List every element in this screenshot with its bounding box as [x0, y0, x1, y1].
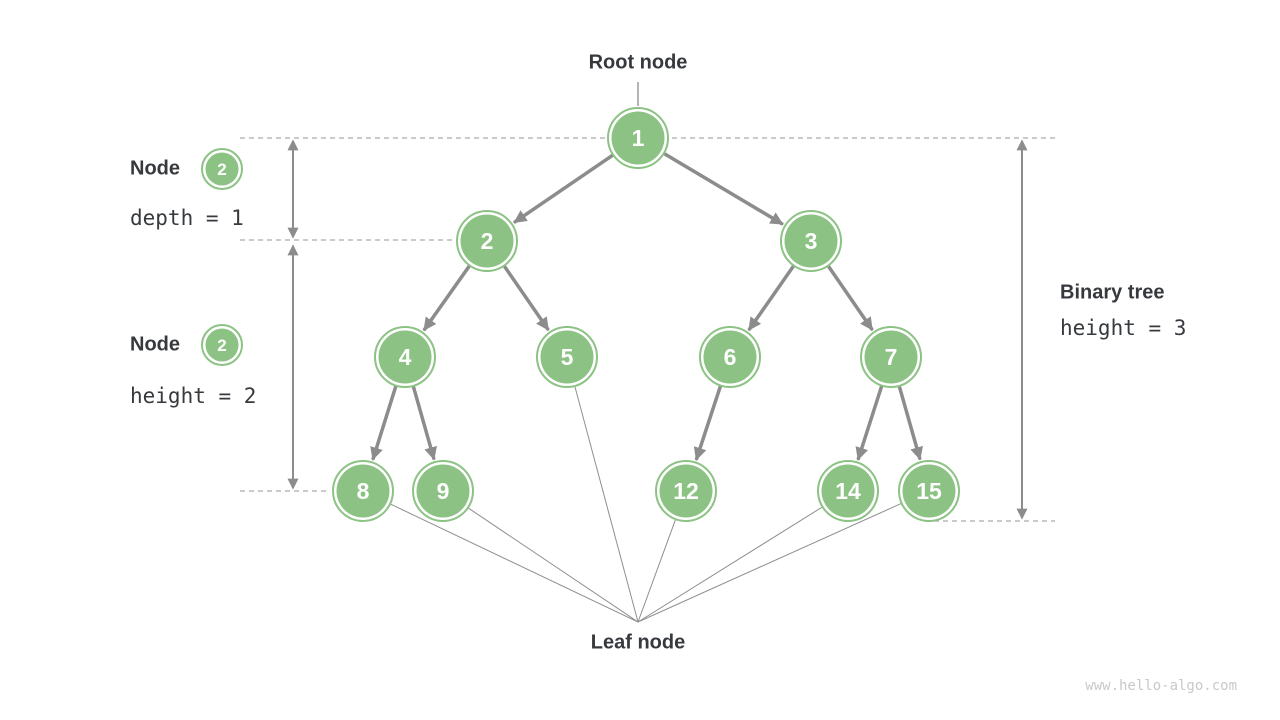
- leaf-node-label: Leaf node: [590, 631, 686, 654]
- node-value: 9: [437, 478, 450, 504]
- node-value: 2: [217, 336, 226, 355]
- node-value: 7: [885, 344, 898, 370]
- tree-node: 14: [817, 460, 879, 522]
- tree-node: 3: [780, 210, 842, 272]
- node-value: 1: [632, 125, 645, 151]
- node-fill: [611, 111, 665, 165]
- node-value: 12: [673, 478, 699, 504]
- node-fill: [205, 328, 239, 362]
- node-value: 15: [916, 478, 942, 504]
- tree-node: 7: [860, 326, 922, 388]
- measure-arrows: [287, 139, 1028, 520]
- node-value: 2: [217, 160, 226, 179]
- node-fill: [540, 330, 594, 384]
- leaf-line: [637, 506, 822, 623]
- node-depth-title: Node: [130, 157, 180, 180]
- tree-edge: [693, 384, 723, 461]
- node-fill: [864, 330, 918, 384]
- tree-node: 8: [332, 460, 394, 522]
- tree-node: 4: [374, 326, 436, 388]
- node-height-title: Node: [130, 333, 180, 356]
- node-value: 6: [724, 344, 737, 370]
- leaf-line: [468, 507, 639, 623]
- tree-node: 2: [456, 210, 518, 272]
- node-value: 4: [399, 344, 412, 370]
- leaf-line: [637, 519, 676, 623]
- node-fill: [416, 464, 470, 518]
- tree-node: 12: [655, 460, 717, 522]
- leaf-line: [574, 386, 639, 623]
- binary-tree-height-equation: height = 3: [1060, 316, 1187, 340]
- leaf-line: [637, 503, 901, 623]
- tree-node: 1: [607, 107, 669, 169]
- node-value: 2: [481, 228, 494, 254]
- node-fill: [703, 330, 757, 384]
- tree-node: 9: [412, 460, 474, 522]
- tree-edge: [411, 385, 437, 461]
- root-node-label: Root node: [588, 51, 688, 74]
- legend-node-badges: 22: [201, 148, 243, 366]
- watermark: www.hello-algo.com: [1085, 678, 1237, 694]
- tree-edges: [370, 152, 923, 461]
- depth-equation: depth = 1: [130, 206, 244, 230]
- node-fill: [460, 214, 514, 268]
- tree-edge: [897, 385, 923, 461]
- height-equation: height = 2: [130, 384, 257, 408]
- tree-edge: [747, 264, 796, 331]
- tree-node: 5: [536, 326, 598, 388]
- tree-node: 6: [699, 326, 761, 388]
- node-fill: [336, 464, 390, 518]
- tree-edge: [422, 264, 471, 331]
- leaf-pointer-lines: [390, 386, 901, 623]
- node-fill: [784, 214, 838, 268]
- node-fill: [902, 464, 956, 518]
- node-fill: [205, 152, 239, 186]
- tree-edge: [502, 264, 550, 331]
- node-value: 5: [561, 344, 574, 370]
- binary-tree-title: Binary tree: [1060, 281, 1165, 304]
- tree-edge: [370, 384, 398, 461]
- leaf-line: [390, 503, 639, 623]
- legend-node-badge: 2: [201, 148, 243, 190]
- legend-node-badge: 2: [201, 324, 243, 366]
- node-fill: [659, 464, 713, 518]
- tree-edge: [513, 153, 615, 224]
- node-fill: [378, 330, 432, 384]
- tree-edge: [855, 384, 884, 461]
- node-value: 3: [805, 228, 818, 254]
- tree-node: 15: [898, 460, 960, 522]
- node-fill: [821, 464, 875, 518]
- tree-edge: [826, 264, 874, 331]
- node-value: 14: [835, 478, 861, 504]
- tree-edge: [662, 152, 784, 226]
- node-value: 8: [357, 478, 370, 504]
